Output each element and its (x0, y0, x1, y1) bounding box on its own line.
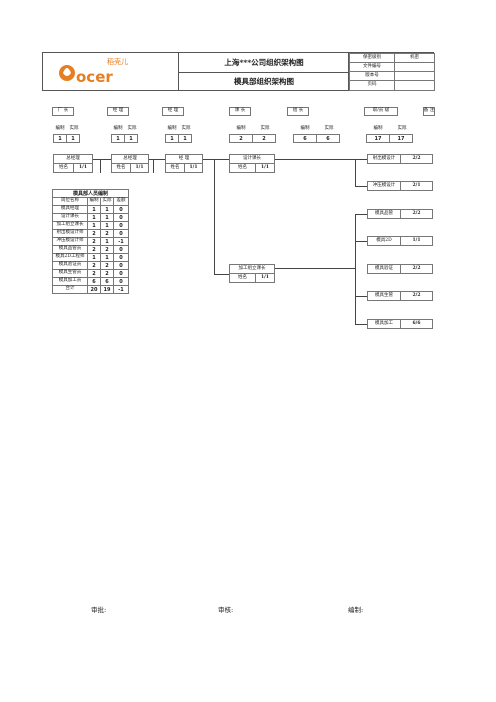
table-cell-value: -1 (113, 285, 129, 294)
level-box: 经 理 (107, 107, 129, 116)
position-manager: 经 理 姓名 1/1 (165, 154, 203, 173)
position-general-manager-2: 总经理 姓名 1/1 (111, 154, 149, 173)
level-box: 课 长 (229, 107, 251, 116)
position-general-manager: 总经理 姓名 1/1 (53, 154, 93, 173)
svg-text:ocer: ocer (76, 68, 113, 86)
meta-grid: 保密级别 机密 文件编号 版本号 页码 (348, 53, 435, 91)
team-box: 模具生管 2/2 (367, 291, 433, 301)
page-title: 上海***公司组织架构图 (224, 58, 304, 67)
headcount-values: 6 6 (293, 134, 340, 143)
headcount-values: 1 1 (53, 134, 80, 143)
headcount-table: 编制 实际 (293, 125, 341, 134)
note-box: 备 注 (423, 107, 435, 116)
headcount-values: 17 17 (366, 134, 413, 143)
table-cell-value: 20 (87, 285, 101, 294)
team-box: 模具验证 2/2 (367, 264, 433, 274)
headcount-table: 编制 实际 (111, 125, 139, 134)
position-design-lead: 设计课长 姓名 1/1 (229, 154, 275, 173)
headcount-table: 编制 实际 (366, 125, 414, 134)
logo-cn-text: 稻壳儿 (107, 58, 128, 66)
level-box: 经 理 (162, 107, 184, 116)
meta-label-page: 页码 (349, 80, 395, 91)
prepare-label: 编制: (348, 606, 364, 614)
headcount-table: 编制 实际 (53, 125, 81, 134)
team-box: 模具加工 6/6 (367, 319, 433, 329)
table-cell-value: 19 (100, 285, 114, 294)
headcount-values: 1 1 (165, 134, 192, 143)
team-box: 冲压模设计 2/1 (367, 181, 433, 191)
headcount-values: 1 1 (111, 134, 138, 143)
table-cell-role: 合计 (52, 285, 88, 294)
position-processing-lead: 加工组立课长 姓名 1/1 (229, 264, 275, 283)
team-box: 模具2D 1/1 (367, 236, 433, 246)
level-box: 职/员 级 (364, 107, 398, 116)
team-box: 模具品管 2/2 (367, 209, 433, 219)
docer-logo-icon: ocer (59, 65, 113, 86)
headcount-values: 2 2 (229, 134, 276, 143)
level-box: 组 长 (287, 107, 309, 116)
approve-label: 审批: (91, 606, 107, 614)
page-subtitle: 模具部组织架构图 (234, 77, 294, 86)
meta-value-page (394, 80, 435, 91)
headcount-table: 编制 实际 (229, 125, 277, 134)
level-box: 厂 长 (52, 107, 74, 116)
review-label: 审核: (218, 606, 234, 614)
logo: ocer 稻壳儿 (57, 57, 135, 87)
team-box: 射出模设计 2/2 (367, 154, 433, 164)
document-header: ocer 稻壳儿 上海***公司组织架构图 模具部组织架构图 保密级别 机密 文… (42, 52, 435, 91)
headcount-table: 编制 实际 (165, 125, 193, 134)
